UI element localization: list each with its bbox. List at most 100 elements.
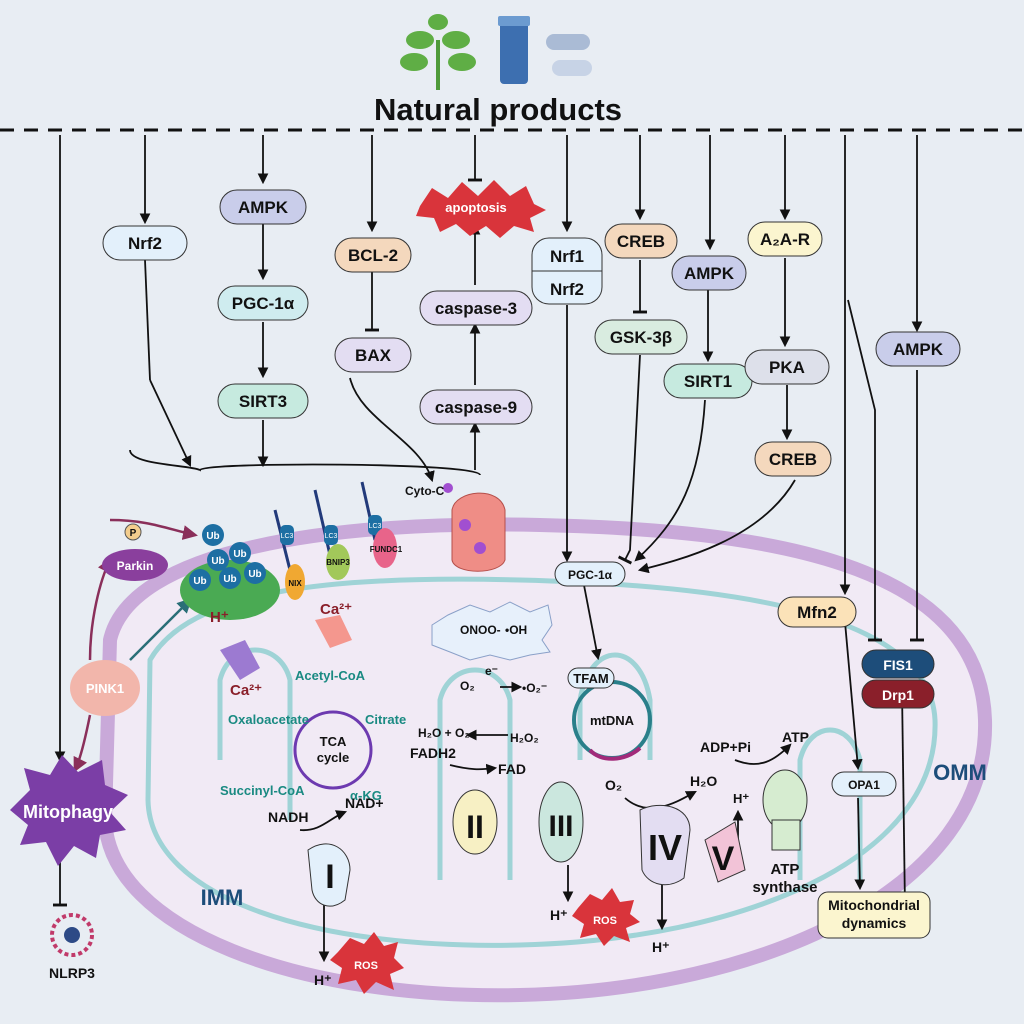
svg-text:LC3: LC3 <box>325 533 338 540</box>
node-nrf2-left: Nrf2 <box>102 225 188 261</box>
svg-text:synthase: synthase <box>752 879 817 896</box>
node-pka: PKA <box>744 349 830 385</box>
svg-text:CREB: CREB <box>769 450 817 469</box>
svg-text:cycle: cycle <box>317 750 350 765</box>
node-opa1: OPA1 <box>831 771 897 797</box>
svg-text:SIRT1: SIRT1 <box>684 372 732 391</box>
pink1: PINK1 <box>70 660 140 716</box>
svg-text:Ub: Ub <box>193 576 206 587</box>
nadh-label: NADH <box>268 809 308 825</box>
hplus-label-iii: H⁺ <box>550 907 568 923</box>
svg-text:Ub: Ub <box>248 569 261 580</box>
svg-text:caspase-3: caspase-3 <box>435 299 517 318</box>
o2-label: O₂ <box>605 777 622 793</box>
svg-text:e⁻: e⁻ <box>485 664 498 678</box>
node-mitochondrial-dynamics: Mitochondrial dynamics <box>817 891 931 939</box>
svg-text:TCA: TCA <box>320 734 347 749</box>
svg-text:H₂O + O₂: H₂O + O₂ <box>418 726 470 740</box>
node-sirt1: SIRT1 <box>663 363 753 399</box>
node-bcl2: BCL-2 <box>334 237 412 273</box>
h2o-label: H₂O <box>690 773 717 789</box>
ros-burst-1: ROS <box>330 932 404 994</box>
svg-text:SIRT3: SIRT3 <box>239 392 287 411</box>
svg-text:IV: IV <box>648 827 682 868</box>
svg-text:Cyto-C: Cyto-C <box>405 484 445 498</box>
tca-cycle: TCA cycle Acetyl-CoA Oxaloacetate Citrat… <box>220 668 406 803</box>
node-a2ar: A₂A-R <box>747 221 823 257</box>
h-ca-exchanger <box>220 640 260 680</box>
node-creb-1: CREB <box>604 223 678 259</box>
atp-synthase: ATP synthase <box>752 769 818 896</box>
svg-text:V: V <box>712 840 735 878</box>
svg-text:AMPK: AMPK <box>893 340 944 359</box>
svg-text:CREB: CREB <box>617 232 665 251</box>
complex-i: I <box>307 843 351 907</box>
node-ampk-3: AMPK <box>875 331 961 367</box>
svg-text:PGC-1α: PGC-1α <box>568 568 613 582</box>
hplus-label-v: H⁺ <box>733 791 749 806</box>
complex-iii: III <box>538 781 584 863</box>
svg-text:Acetyl-CoA: Acetyl-CoA <box>295 668 366 683</box>
svg-text:LC3: LC3 <box>281 533 294 540</box>
complex-v: V <box>704 821 746 883</box>
adp-label: ADP+Pi <box>700 739 751 755</box>
hplus-label-left: H⁺ <box>210 609 229 626</box>
svg-text:I: I <box>325 858 334 896</box>
ros-chemistry: ONOO- •OH O₂ e⁻ •O₂⁻ H₂O + O₂ H₂O₂ <box>418 601 553 745</box>
complex-iv: IV <box>639 804 691 886</box>
svg-text:ATP: ATP <box>771 861 800 878</box>
node-ampk-2: AMPK <box>671 255 747 291</box>
fadh2-label: FADH2 <box>410 745 456 761</box>
svg-text:Mitochondrial: Mitochondrial <box>828 897 920 913</box>
svg-text:BCL-2: BCL-2 <box>348 246 398 265</box>
atp-label: ATP <box>782 729 809 745</box>
node-caspase3: caspase-3 <box>419 290 533 326</box>
node-pgc1a: PGC-1α <box>217 285 309 321</box>
svg-text:II: II <box>466 809 484 845</box>
svg-text:OPA1: OPA1 <box>848 778 880 792</box>
svg-text:caspase-9: caspase-9 <box>435 398 517 417</box>
pill-bottle-icon <box>498 16 530 84</box>
svg-text:•O₂⁻: •O₂⁻ <box>522 681 547 695</box>
node-gsk3b: GSK-3β <box>594 319 688 355</box>
hplus-label-iv: H⁺ <box>652 939 670 955</box>
node-nrf1-nrf2: Nrf1 Nrf2 <box>531 237 603 305</box>
fad-label: FAD <box>498 761 526 777</box>
svg-text:Ub: Ub <box>206 531 219 542</box>
svg-text:ONOO-: ONOO- <box>460 623 501 637</box>
svg-text:Nrf1: Nrf1 <box>550 247 584 266</box>
pathway-arrows <box>52 135 925 910</box>
svg-text:LC3: LC3 <box>369 523 382 530</box>
svg-text:Ub: Ub <box>233 549 246 560</box>
svg-text:Nrf2: Nrf2 <box>128 234 162 253</box>
capsule-icon <box>546 34 592 76</box>
svg-text:FIS1: FIS1 <box>883 657 913 673</box>
svg-text:AMPK: AMPK <box>684 264 735 283</box>
complex-ii: II <box>452 789 498 855</box>
node-bax: BAX <box>334 337 412 373</box>
svg-text:NIX: NIX <box>288 579 302 588</box>
svg-text:Ub: Ub <box>211 556 224 567</box>
ca-label-left: Ca²⁺ <box>230 682 262 699</box>
svg-text:FUNDC1: FUNDC1 <box>370 545 403 554</box>
nad-label: NAD+ <box>345 795 384 811</box>
svg-text:α-KG: α-KG <box>350 788 382 803</box>
svg-text:NLRP3: NLRP3 <box>49 965 95 981</box>
svg-text:Parkin: Parkin <box>117 559 154 573</box>
svg-text:Ub: Ub <box>223 574 236 585</box>
cristae <box>217 647 863 880</box>
inner-membrane <box>145 576 938 948</box>
svg-text:ROS: ROS <box>593 915 617 927</box>
svg-text:Citrate: Citrate <box>365 712 406 727</box>
mitophagy-burst: Mitophagy <box>10 755 128 866</box>
nlrp3: NLRP3 <box>49 913 95 981</box>
svg-text:Mitophagy: Mitophagy <box>23 802 113 822</box>
ca-label-top: Ca²⁺ <box>320 601 352 618</box>
svg-text:TFAM: TFAM <box>573 671 608 686</box>
svg-text:Oxaloacetate: Oxaloacetate <box>228 712 309 727</box>
svg-text:BNIP3: BNIP3 <box>326 558 350 567</box>
node-caspase9: caspase-9 <box>419 389 533 425</box>
svg-text:Succinyl-CoA: Succinyl-CoA <box>220 783 305 798</box>
svg-text:PINK1: PINK1 <box>86 681 124 696</box>
